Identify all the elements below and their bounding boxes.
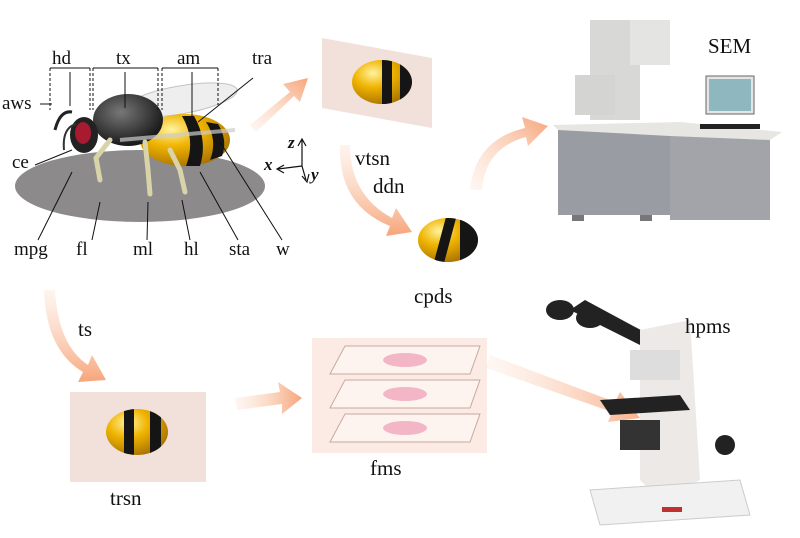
bee-platform-shadow [15, 150, 265, 222]
label-sem: SEM [708, 34, 752, 58]
label-trsn: trsn [110, 486, 142, 510]
bee-legs [93, 137, 188, 197]
label-ts: ts [78, 317, 92, 341]
axis-label-x: x [263, 155, 273, 174]
label-cpds: cpds [414, 284, 453, 308]
arrow-ddn [339, 145, 412, 236]
label-fl: fl [76, 239, 88, 260]
arrow-to-sem [470, 117, 548, 190]
bee-abdomen-trsn [106, 409, 168, 455]
label-hpms: hpms [685, 314, 731, 338]
label-tra: tra [252, 48, 273, 69]
label-ce: ce [12, 152, 29, 173]
light-microscope-image [546, 300, 751, 526]
label-vtsn: vtsn [355, 146, 391, 170]
label-aws: aws [2, 93, 32, 114]
label-fms: fms [370, 456, 402, 480]
axis-label-z: z [287, 133, 295, 152]
bee-3d-model [15, 82, 265, 222]
bee-abdomen-cpds [418, 218, 478, 262]
label-ddn: ddn [373, 174, 405, 198]
label-sta: sta [229, 239, 251, 260]
bee-annotation-lines [34, 67, 283, 241]
label-ml: ml [133, 239, 153, 260]
axis-label-y: y [309, 165, 319, 184]
label-hd: hd [52, 48, 72, 69]
microscope-slides [329, 345, 481, 443]
label-w: w [276, 239, 290, 260]
label-am: am [177, 48, 200, 69]
label-mpg: mpg [14, 239, 48, 260]
arrow-to-vtsn [250, 78, 308, 132]
coordinate-axes [275, 137, 310, 184]
process-arrows [44, 78, 640, 422]
bee-abdomen [140, 114, 230, 166]
bee-compound-eye [75, 122, 91, 144]
sem-instrument-image [553, 20, 782, 221]
label-tx: tx [116, 48, 131, 69]
arrow-ts [44, 290, 106, 382]
arrow-to-hpms [486, 355, 640, 422]
bee-thorax [93, 94, 163, 146]
label-hl: hl [184, 239, 199, 260]
arrow-to-fms [235, 382, 302, 414]
